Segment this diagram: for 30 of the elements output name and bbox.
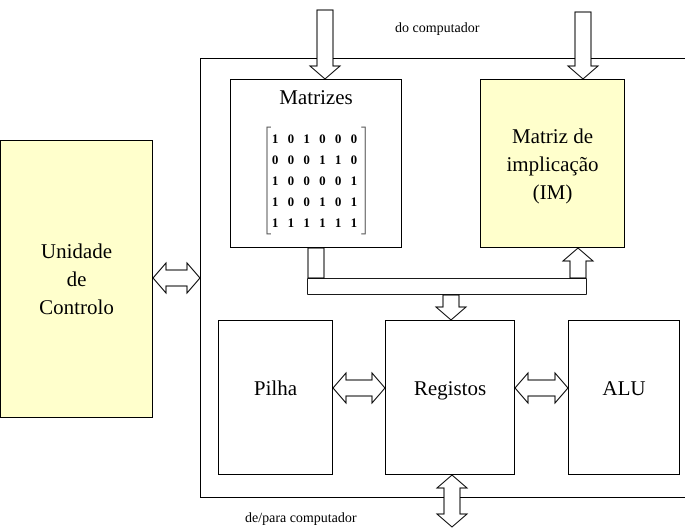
block-arrow bbox=[562, 247, 594, 278]
matrix-row-text: 0 0 0 1 1 0 bbox=[272, 151, 360, 170]
note-text: de/para computador bbox=[245, 510, 357, 528]
box-label: Pilha bbox=[254, 375, 298, 402]
process-box bbox=[230, 79, 402, 248]
process-box bbox=[0, 140, 153, 418]
process-box bbox=[568, 320, 680, 475]
block-arrow bbox=[514, 372, 569, 404]
block-arrow bbox=[566, 12, 600, 80]
bus-bar bbox=[307, 278, 587, 295]
process-box bbox=[480, 79, 625, 248]
process-box bbox=[385, 320, 515, 475]
box-label: Registos bbox=[414, 375, 486, 402]
matrix-row-text: 1 0 1 0 0 0 bbox=[272, 130, 360, 148]
block-arrow bbox=[152, 262, 201, 294]
process-box bbox=[218, 320, 333, 475]
container-box bbox=[200, 58, 685, 498]
box-label: Matriz de implicação (IM) bbox=[505, 122, 600, 206]
matrix-row-text: 1 0 0 0 0 1 bbox=[272, 172, 360, 190]
note-text: do computador bbox=[395, 20, 480, 38]
box-label: ALU bbox=[602, 375, 646, 402]
box-title: Matrizes bbox=[279, 84, 353, 110]
block-arrow bbox=[332, 372, 386, 404]
block-arrow bbox=[308, 10, 342, 80]
block-arrow bbox=[308, 248, 324, 278]
matrix-row-text: 1 0 0 1 0 1 bbox=[272, 193, 360, 212]
block-arrow bbox=[434, 294, 468, 321]
box-label: Unidade de Controlo bbox=[38, 238, 115, 321]
matrix-row-text: 1 1 1 1 1 1 bbox=[272, 214, 360, 232]
block-arrow bbox=[436, 474, 468, 528]
